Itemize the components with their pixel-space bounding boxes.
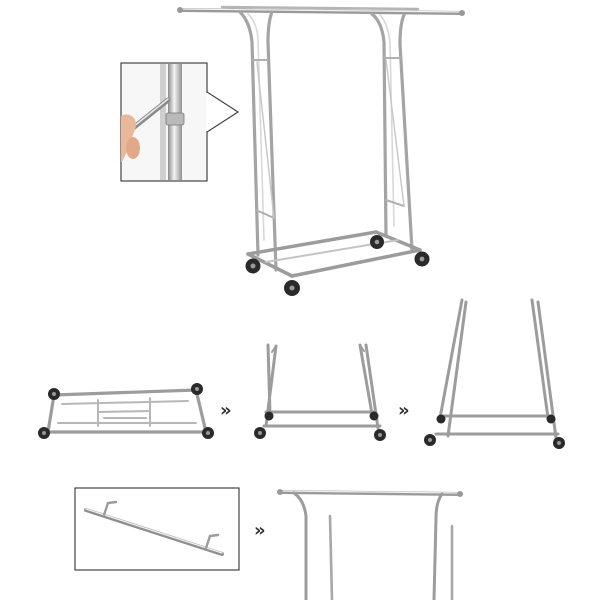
hanging-rail bbox=[178, 8, 464, 15]
rack-wheels bbox=[245, 235, 430, 296]
step-arrow-icon: » bbox=[398, 400, 410, 421]
step-arrow-icon: » bbox=[220, 400, 232, 421]
hanging-rail-part-inset bbox=[74, 487, 240, 571]
assembled-rack bbox=[177, 5, 465, 296]
height-adjust-detail-inset bbox=[120, 62, 240, 182]
right-upright bbox=[370, 12, 414, 252]
step-folded-base bbox=[38, 383, 214, 439]
step-insert-hanging-rail bbox=[277, 489, 463, 600]
step-arrow-icon: » bbox=[254, 520, 266, 541]
left-upright bbox=[238, 10, 278, 272]
step-extend-uprights bbox=[424, 298, 565, 449]
hand-icon bbox=[121, 114, 140, 162]
step-raise-uprights bbox=[254, 343, 386, 441]
